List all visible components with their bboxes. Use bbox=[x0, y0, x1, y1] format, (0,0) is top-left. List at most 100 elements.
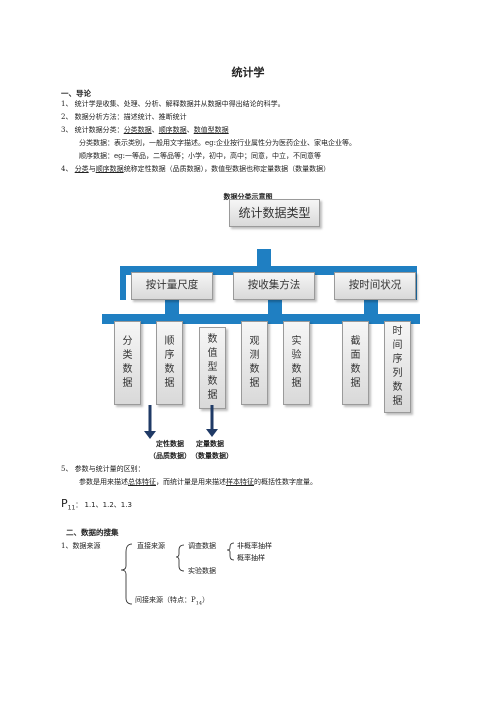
term-categorical: 分类数据 bbox=[123, 126, 152, 134]
section-heading-collection: 二、数据的搜集 bbox=[66, 528, 119, 537]
group-node-scale: 按计量尺度 bbox=[131, 272, 213, 300]
leaf-observational: 观测数据 bbox=[241, 321, 268, 405]
term-categorical-ul: 分类 bbox=[74, 165, 89, 173]
leaf-text: 实验数据 bbox=[292, 335, 302, 391]
indirect-sub: 14 bbox=[195, 600, 203, 607]
leaf-char: 值 bbox=[207, 348, 218, 359]
leaf-char: 据 bbox=[392, 396, 403, 407]
item-3-line-a: 分类数据：表示类别，一般用文字描述。eg:企业按行业属性分为医药企业、家电企业等… bbox=[79, 139, 356, 147]
separator: 、 bbox=[151, 126, 159, 134]
leaf-char: 据 bbox=[122, 378, 133, 389]
leaf-text: 分类数据 bbox=[123, 335, 133, 391]
leaf-char: 序 bbox=[164, 350, 175, 361]
leaf-char: 型 bbox=[207, 362, 218, 373]
leaf-char: 时 bbox=[392, 326, 403, 337]
separator: 、 bbox=[186, 126, 194, 134]
arrows-overlay bbox=[144, 405, 218, 439]
qualitative-sublabel: （品质数据） bbox=[149, 451, 191, 460]
leaf-ordinal: 顺序数据 bbox=[156, 321, 183, 405]
leaf-char: 数 bbox=[249, 364, 260, 375]
item-5-part-c: ，而统计量是用来描述 bbox=[156, 478, 226, 486]
item-5: 5、 参数与统计量的区别： bbox=[61, 465, 145, 473]
leaf-char: 据 bbox=[291, 378, 302, 389]
term-ordinal: 顺序数据 bbox=[158, 126, 187, 134]
leaf-char: 实 bbox=[291, 336, 302, 347]
term-ordinal-ul: 顺序数据 bbox=[95, 165, 124, 173]
term-sample: 样本特征 bbox=[226, 478, 254, 486]
source-braces bbox=[120, 542, 235, 605]
root-connector bbox=[257, 249, 271, 268]
indirect-source: 间接来源（特点：P14） bbox=[135, 596, 209, 607]
leaf-time-series: 时间序列数据 bbox=[384, 321, 411, 413]
leaf-char: 验 bbox=[291, 350, 302, 361]
item-5-part-e: 的概括性数字度量。 bbox=[254, 478, 317, 486]
leaf-char: 数 bbox=[350, 364, 361, 375]
leaf-experimental: 实验数据 bbox=[283, 321, 310, 405]
root-node: 统计数据类型 bbox=[229, 199, 320, 227]
leaf-char: 截 bbox=[350, 336, 361, 347]
group-node-collection: 按收集方法 bbox=[233, 272, 315, 300]
brace-survey bbox=[226, 542, 235, 561]
quantitative-label: 定量数据 bbox=[196, 439, 224, 448]
leaf-cross-section: 截面数据 bbox=[342, 321, 369, 405]
non-probability-sampling: 非概率抽样 bbox=[237, 542, 272, 550]
leaf-char: 观 bbox=[249, 336, 260, 347]
item-5-detail: 参数是用来描述总体特征，而统计量是用来描述样本特征的概括性数字度量。 bbox=[79, 478, 317, 487]
item-4-rest: 统称定性数据（品质数据），数值型数据也称定量数据（数量数据） bbox=[123, 165, 331, 173]
leaf-numeric: 数值型数据 bbox=[199, 327, 226, 409]
leaf-char: 序 bbox=[392, 354, 403, 365]
brace-main bbox=[120, 543, 133, 605]
term-population: 总体特征 bbox=[128, 478, 156, 486]
leaf-band bbox=[102, 314, 420, 324]
leaf-char: 据 bbox=[164, 378, 175, 389]
leaf-char: 数 bbox=[164, 364, 175, 375]
leaf-char: 据 bbox=[249, 378, 260, 389]
direct-source: 直接来源 bbox=[137, 542, 165, 550]
experimental-data: 实验数据 bbox=[188, 567, 216, 575]
item-1: 1、 统计学是收集、处理、分析、解释数据并从数据中得出结论的科学。 bbox=[61, 100, 285, 108]
leaf-char: 数 bbox=[392, 382, 403, 393]
leaf-char: 据 bbox=[350, 378, 361, 389]
item-4-number: 4、 bbox=[61, 165, 75, 173]
leaf-char: 据 bbox=[207, 390, 218, 401]
item-3: 3、 统计数据分类：分类数据、顺序数据、数值型数据 bbox=[61, 126, 229, 135]
section-2-item-1: 1、数据来源 bbox=[61, 542, 101, 550]
leaf-char: 顺 bbox=[164, 336, 175, 347]
section-heading-intro: 一、导论 bbox=[61, 89, 91, 98]
qualitative-label: 定性数据 bbox=[156, 439, 184, 448]
brace-direct bbox=[175, 544, 185, 572]
leaf-char: 数 bbox=[291, 364, 302, 375]
leaf-char: 列 bbox=[392, 368, 403, 379]
ref-rest: ： 1.1、1.2、1.3 bbox=[75, 501, 132, 509]
item-5-part-a: 参数是用来描述 bbox=[79, 478, 128, 486]
leaf-char: 测 bbox=[249, 350, 260, 361]
leaf-char: 数 bbox=[122, 364, 133, 375]
group-node-time: 按时间状况 bbox=[334, 272, 416, 300]
ref-p: P bbox=[61, 497, 68, 510]
leaf-char: 间 bbox=[392, 340, 403, 351]
connector-1 bbox=[165, 298, 179, 316]
item-3-line-b: 顺序数据：eg:一等品，二等品等；小学，初中，高中；同意，中立，不同意等 bbox=[79, 152, 321, 160]
term-numeric: 数值型数据 bbox=[193, 126, 229, 134]
leaf-char: 面 bbox=[350, 350, 361, 361]
diagram-title: 数据分类示意图 bbox=[223, 192, 273, 201]
quantitative-sublabel: （数量数据） bbox=[191, 451, 233, 460]
leaf-text: 顺序数据 bbox=[165, 335, 175, 391]
leaf-text: 截面数据 bbox=[351, 335, 361, 391]
ref-sub: 11 bbox=[67, 504, 76, 512]
item-3-prefix: 3、 统计数据分类： bbox=[61, 126, 124, 134]
item-4: 4、 分类与顺序数据统称定性数据（品质数据），数值型数据也称定量数据（数量数据） bbox=[61, 165, 330, 174]
page-reference: P11： 1.1、1.2、1.3 bbox=[61, 497, 132, 512]
group-band bbox=[120, 266, 417, 275]
item-2: 2、 数据分析方法：描述统计、推断统计 bbox=[61, 113, 187, 121]
conjunction: 与 bbox=[88, 165, 96, 173]
leaf-categorical: 分类数据 bbox=[114, 321, 141, 405]
leaf-text: 时间序列数据 bbox=[393, 325, 403, 409]
leaf-char: 类 bbox=[122, 350, 133, 361]
leaf-text: 观测数据 bbox=[250, 335, 260, 391]
connector-3 bbox=[364, 298, 378, 316]
indirect-a: 间接来源（特点：P bbox=[135, 596, 196, 604]
group-band-left bbox=[120, 266, 126, 300]
leaf-text: 数值型数据 bbox=[208, 333, 218, 403]
arrow-qualitative-head bbox=[144, 431, 156, 439]
